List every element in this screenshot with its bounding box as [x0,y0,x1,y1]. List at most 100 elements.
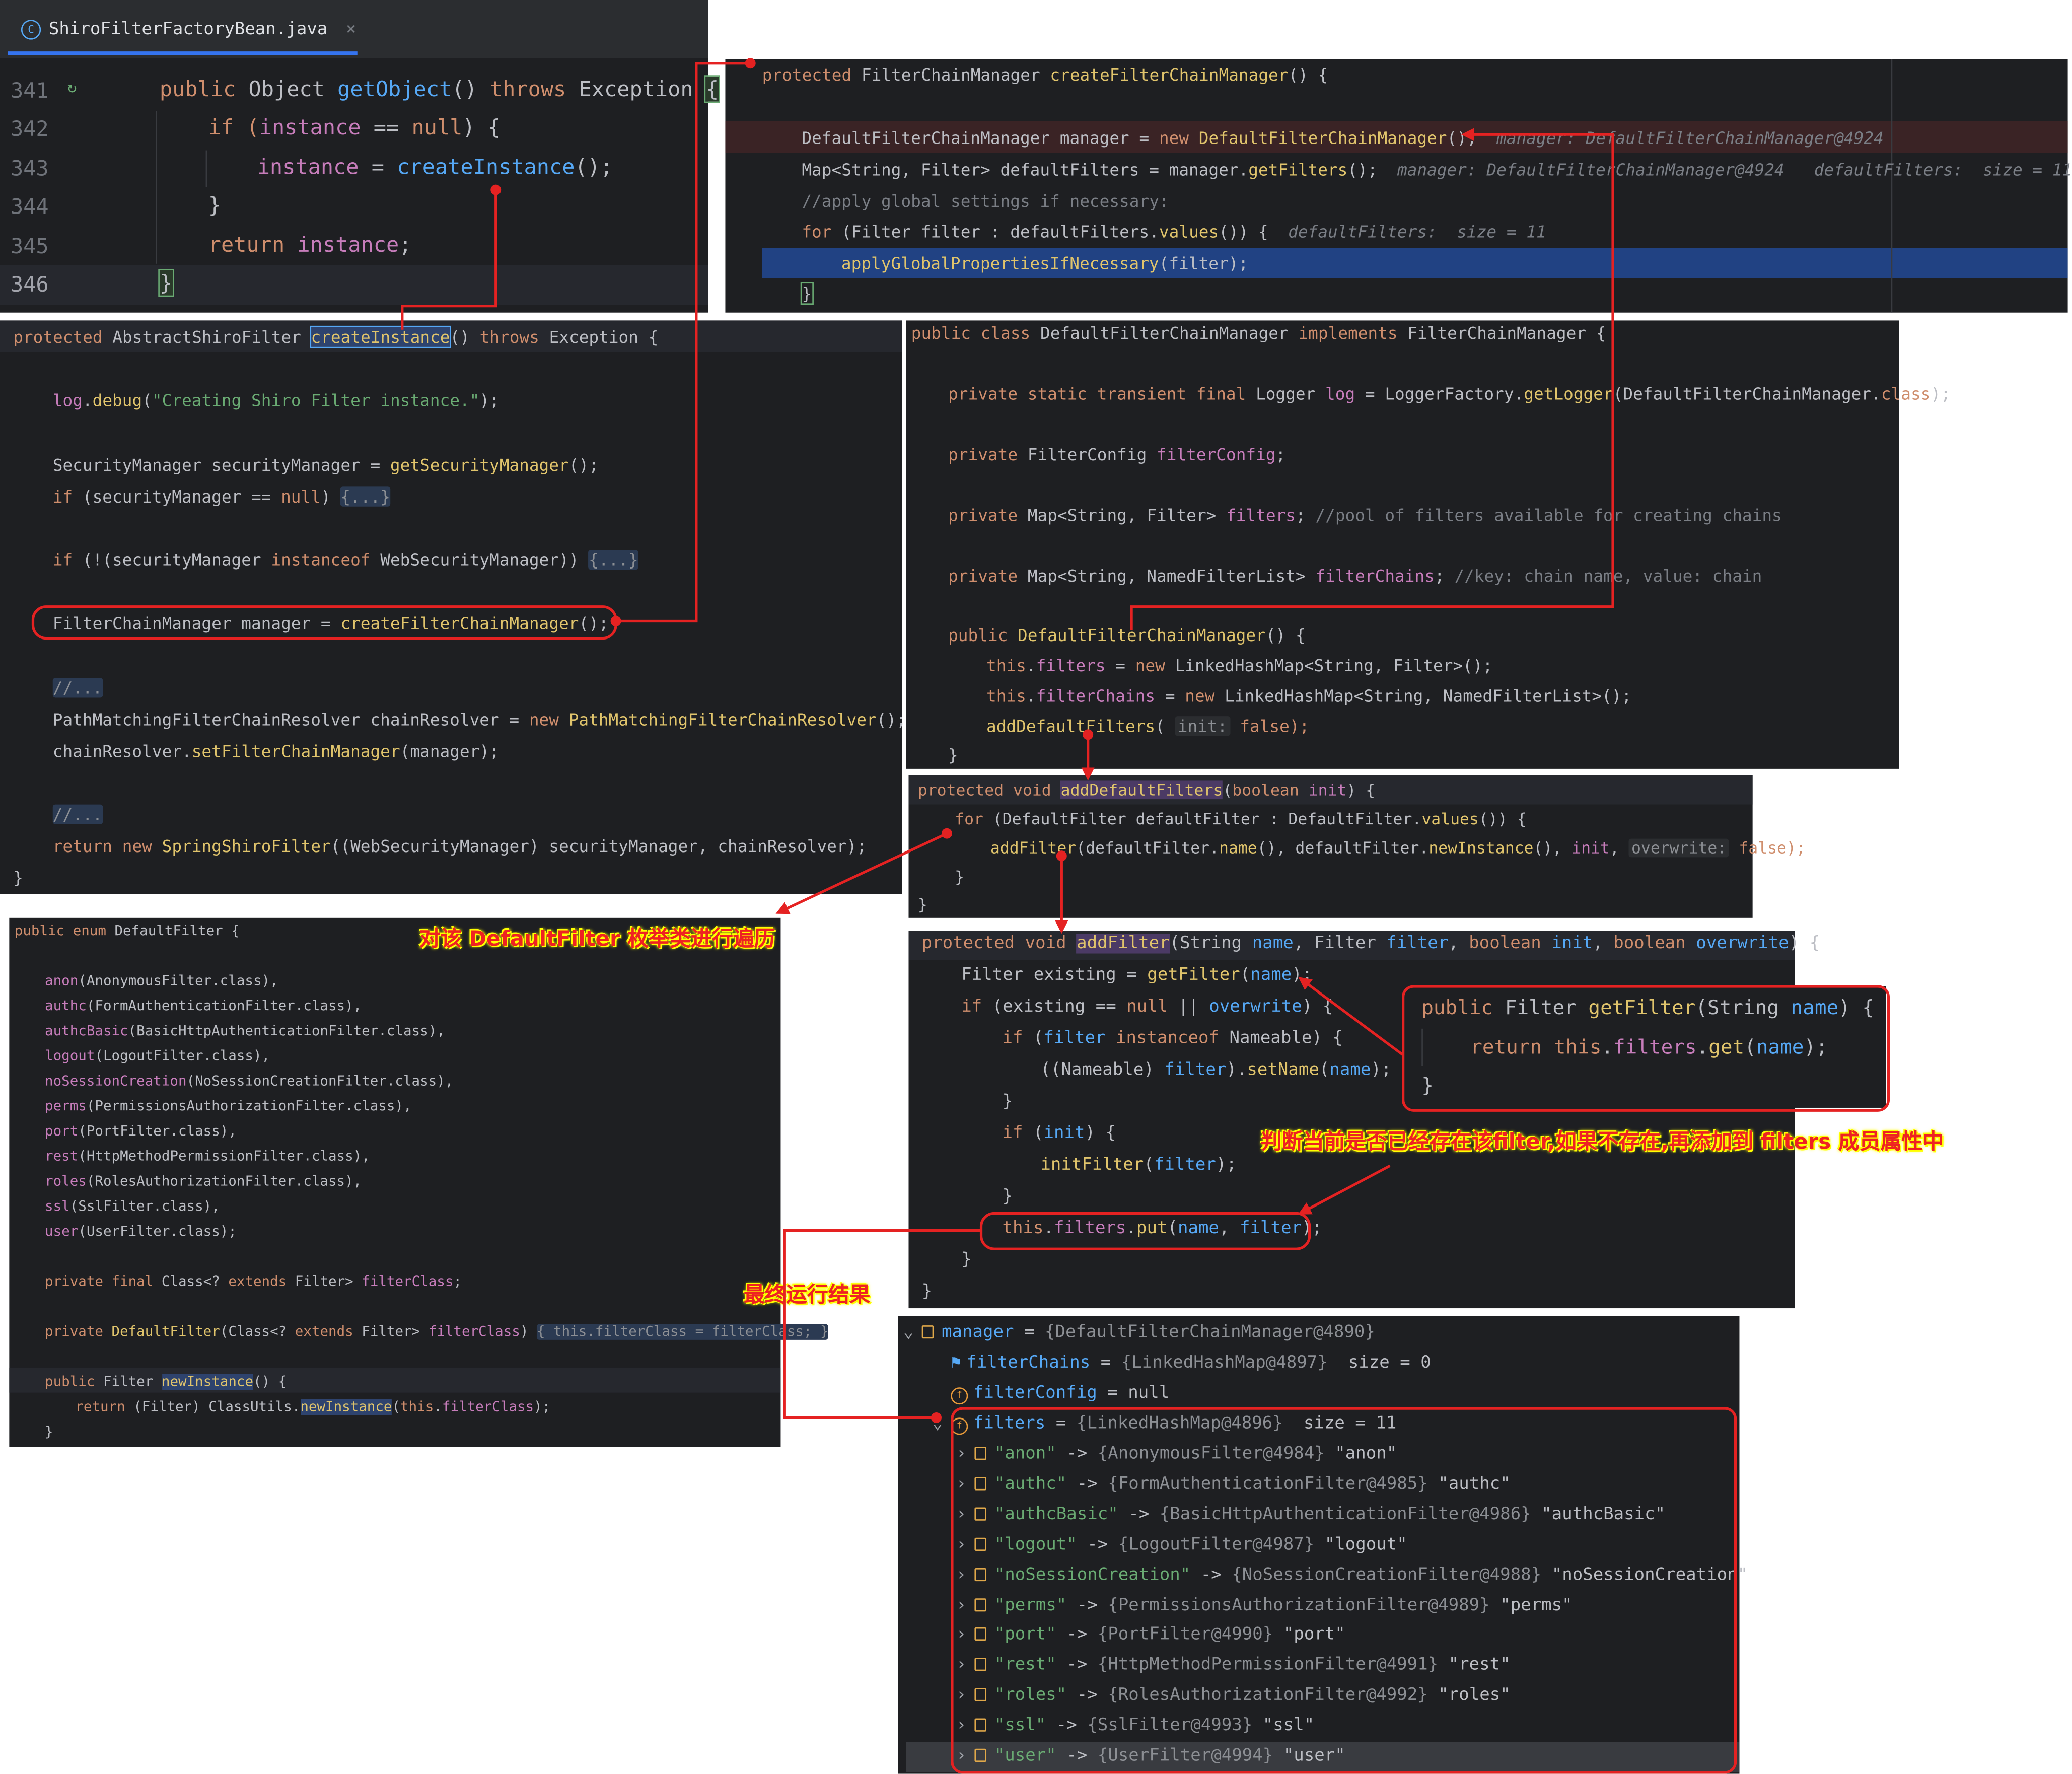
code-line: for (Filter filter : defaultFilters.valu… [802,221,1546,242]
entry-icon [974,1537,987,1551]
enum-constant: rest(HttpMethodPermissionFilter.class), [45,1149,370,1165]
folded-block[interactable]: {...} [340,486,390,507]
right-margin [1891,59,1893,313]
chevron-right-icon[interactable]: › [956,1746,967,1766]
line-number: 345 [10,233,49,259]
folded-block[interactable]: {...} [589,550,638,570]
chevron-down-icon[interactable]: ⌄ [903,1322,914,1343]
current-line [9,1367,781,1393]
field-icon: f [951,1387,968,1405]
code-line: private Map<String, Filter> filters; //p… [948,505,1782,525]
chevron-right-icon[interactable]: › [956,1595,967,1615]
map-entry-row[interactable]: ›"perms" -> {PermissionsAuthorizationFil… [956,1595,1573,1615]
code-line: return this.filters.get(name); [1470,1035,1828,1059]
code-line: return (Filter) ClassUtils.newInstance(t… [75,1399,551,1415]
code-line: applyGlobalPropertiesIfNecessary(filter)… [841,253,1249,273]
entry-icon [974,1627,987,1642]
code-line: protected AbstractShiroFilter createInst… [13,325,659,348]
line-number: 342 [10,116,49,141]
code-line: } [948,745,958,765]
enum-constant: authc(FormAuthenticationFilter.class), [45,998,362,1015]
debugger-variables: ⌄manager = {DefaultFilterChainManager@48… [898,1316,1748,1774]
override-gutter-icon: ↻ [67,78,77,97]
chevron-right-icon[interactable]: › [956,1474,967,1495]
line-number: 341 [10,78,49,103]
chevron-right-icon[interactable]: › [956,1716,967,1736]
tab-shirofilterfactorybean[interactable]: C ShiroFilterFactoryBean.java × [8,8,358,55]
chevron-right-icon[interactable]: › [956,1685,967,1706]
code-line: public Filter newInstance() { [45,1374,287,1390]
tree-row-manager[interactable]: ⌄manager = {DefaultFilterChainManager@48… [903,1322,1375,1343]
enum-constant: logout(LogoutFilter.class), [45,1048,270,1065]
chevron-right-icon[interactable]: › [956,1534,967,1554]
map-entry-row[interactable]: ›"authcBasic" -> {BasicHttpAuthenticatio… [956,1504,1666,1525]
code-line: } [921,1282,933,1302]
code-line: } [13,868,23,888]
header-line [908,775,1753,805]
entry-icon [974,1567,987,1581]
chevron-right-icon[interactable]: › [956,1625,967,1645]
code-line: } [1002,1187,1013,1207]
indent-guide [1421,1028,1423,1066]
entry-icon [974,1597,987,1611]
tree-row-filterchains[interactable]: ⚑filterChains = {LinkedHashMap@4897} siz… [951,1353,1431,1373]
code-line: if (!(securityManager instanceof WebSecu… [52,550,638,570]
param-hint: overwrite: [1628,838,1730,858]
code-line: if (securityManager == null) {...} [52,486,390,507]
chevron-right-icon[interactable]: › [956,1504,967,1525]
editor-createinstance: protected AbstractShiroFilter createInst… [0,320,906,894]
map-entry-row[interactable]: ›"ssl" -> {SslFilter@4993} "ssl" [956,1716,1315,1736]
map-entry-row[interactable]: ›"roles" -> {RolesAuthorizationFilter@49… [956,1685,1511,1706]
field-icon: f [951,1417,968,1435]
editor-getfilter: public Filter getFilter(String name) { r… [1405,986,1886,1108]
map-entry-row[interactable]: ›"noSessionCreation" -> {NoSessionCreati… [956,1565,1748,1585]
flag-icon: ⚑ [951,1353,961,1373]
enum-constant: perms(PermissionsAuthorizationFilter.cla… [45,1098,412,1115]
enum-constant: user(UserFilter.class); [45,1224,237,1240]
code-line: } [208,192,222,218]
param-hint: init: [1175,716,1230,736]
code-line: SecurityManager securityManager = getSec… [52,455,599,475]
code-line: Filter existing = getFilter(name); [961,965,1313,985]
map-entry-row[interactable]: ›"logout" -> {LogoutFilter@4987} "logout… [956,1534,1407,1554]
code-comment: //apply global settings if necessary: [802,191,1169,211]
map-entry-row[interactable]: ›"rest" -> {HttpMethodPermissionFilter@4… [956,1655,1511,1675]
editor-getobject: C ShiroFilterFactoryBean.java × 341 ↻ 34… [0,0,720,313]
indent-guide [156,110,157,264]
chevron-right-icon[interactable]: › [956,1444,967,1464]
code-line: if (filter instanceof Nameable) { [1002,1028,1343,1049]
code-line: } [1421,1073,1434,1098]
code-line: public Object getObject() throws Excepti… [159,75,720,103]
code-line: } [1002,1092,1013,1112]
code-line: FilterChainManager manager = createFilte… [52,613,609,633]
annotation-check-filter: 判断当前是否已经存在该filter,如果不存在,再添加到 filters 成员属… [1260,1128,1944,1154]
map-entry-row[interactable]: ›"anon" -> {AnonymousFilter@4984} "anon" [956,1444,1397,1464]
chevron-right-icon[interactable]: › [956,1565,967,1585]
map-entry-row[interactable]: ›"user" -> {UserFilter@4994} "user" [956,1746,1345,1766]
tab-bar [0,0,708,58]
code-line: chainResolver.setFilterChainManager(mana… [52,741,499,761]
code-line: private FilterConfig filterConfig; [948,444,1286,464]
map-entry-row[interactable]: ›"port" -> {PortFilter@4990} "port" [956,1625,1345,1645]
code-line: this.filters = new LinkedHashMap<String,… [986,655,1493,675]
code-line: if (existing == null || overwrite) { [961,997,1333,1017]
editor-defaultfilter-enum: public enum DefaultFilter { anon(Anonymo… [9,917,829,1447]
annotation-final-result: 最终运行结果 [744,1282,871,1307]
code-line: log.debug("Creating Shiro Filter instanc… [52,390,499,410]
variable-icon [921,1325,934,1339]
line-number: 344 [10,193,49,219]
map-entry-row[interactable]: ›"authc" -> {FormAuthenticationFilter@49… [956,1474,1511,1495]
code-line: protected FilterChainManager createFilte… [762,64,1328,85]
current-line [0,265,708,305]
code-line: } [961,1250,972,1270]
close-icon[interactable]: × [346,20,356,40]
code-line: addFilter(defaultFilter.name(), defaultF… [990,838,1806,858]
chevron-right-icon[interactable]: › [956,1655,967,1675]
chevron-down-icon[interactable]: ⌄ [932,1413,943,1434]
entry-icon [974,1658,987,1672]
enum-constant: authcBasic(BasicHttpAuthenticationFilter… [45,1023,445,1039]
entry-icon [974,1748,987,1762]
